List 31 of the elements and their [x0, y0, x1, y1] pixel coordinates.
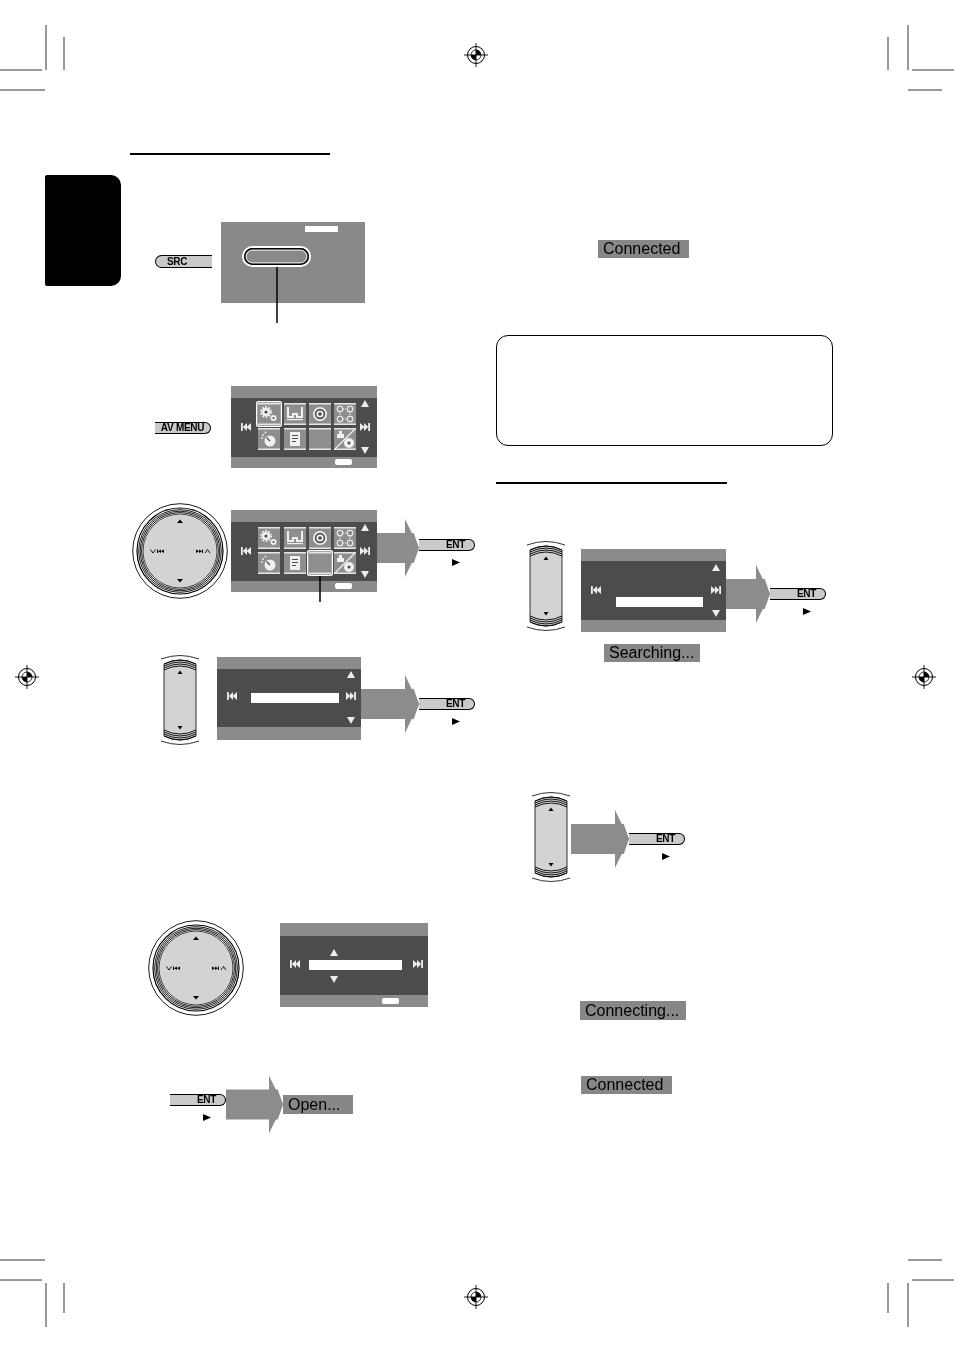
block-arrow [226, 1075, 283, 1134]
status-message: Connected [598, 240, 689, 258]
block-arrow [361, 675, 419, 733]
ent-button: ENT [629, 833, 685, 845]
rocker-switch-drawing [531, 791, 571, 883]
display-screen [217, 657, 361, 740]
av-menu-button: AV MENU [155, 422, 211, 434]
src-button: SRC [155, 255, 212, 268]
block-arrow [571, 810, 629, 868]
section-tab [45, 175, 121, 286]
status-message: Connecting... [580, 1001, 686, 1020]
display-screen [221, 222, 365, 303]
rocker-switch-drawing [526, 540, 566, 632]
status-message: Searching... [604, 644, 700, 662]
status-message: Open... [283, 1095, 353, 1114]
rocker-switch-drawing [160, 654, 200, 746]
menu-tile [307, 550, 333, 576]
block-arrow [377, 519, 419, 577]
ent-button: ENT [419, 698, 475, 710]
ent-button: ENT [770, 588, 826, 600]
display-screen [280, 923, 428, 1007]
status-message: Connected [581, 1076, 672, 1094]
block-arrow [726, 565, 770, 623]
leader-line [276, 266, 278, 324]
display-screen [231, 510, 377, 592]
ent-button: ENT [419, 539, 475, 551]
selection-frame [242, 246, 311, 267]
display-screen [231, 386, 377, 468]
display-screen [581, 549, 726, 632]
leader-line [319, 575, 321, 603]
ent-button: ENT [170, 1094, 226, 1106]
